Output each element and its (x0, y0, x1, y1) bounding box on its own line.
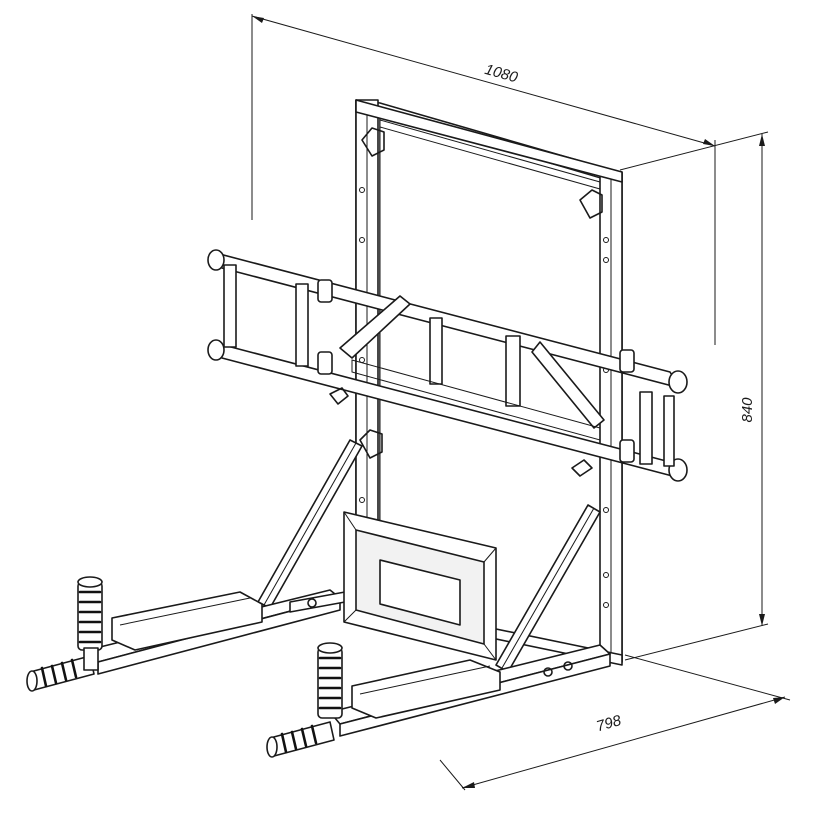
height-extension-top (619, 131, 769, 171)
height-extension-bottom (624, 623, 769, 661)
handle-left-1 (223, 264, 237, 348)
depth-extension-right (624, 654, 791, 701)
pullup-bar (207, 249, 688, 482)
handle-right-1 (639, 391, 653, 465)
depth-dimension-line (461, 696, 786, 789)
width-arrow-left (252, 16, 264, 23)
back-pad (343, 511, 497, 661)
depth-extension-left (439, 759, 466, 791)
bracket-right-post (505, 335, 521, 407)
depth-arrow-right (773, 697, 785, 704)
hook-mid-left (359, 429, 383, 459)
bracket-mid-post (429, 317, 443, 385)
right-post-holes (603, 237, 609, 608)
frame-top-rail (355, 99, 623, 183)
bracket-left-diagonal (339, 295, 411, 359)
right-foot-pad (351, 659, 501, 719)
left-base (87, 589, 357, 675)
height-arrow-top (759, 134, 765, 146)
handle-right-2 (663, 395, 675, 467)
depth-label: 798 (594, 712, 623, 735)
right-front-grip (266, 721, 335, 758)
left-front-grip (26, 647, 99, 692)
hook-top-right (579, 189, 603, 219)
width-arrow-right (703, 139, 715, 146)
height-label: 840 (739, 397, 756, 423)
width-dimension: 1080 (251, 14, 716, 345)
depth-arrow-left (462, 782, 475, 788)
left-rear-grip (77, 576, 103, 651)
wall-frame (355, 99, 623, 666)
height-dimension: 840 (619, 131, 769, 661)
knob-right (571, 459, 593, 477)
depth-dimension: 798 (439, 654, 791, 791)
hook-top-left (361, 127, 385, 157)
bracket-right-diagonal (531, 341, 605, 429)
right-base (329, 644, 611, 737)
handle-left-2 (295, 283, 309, 367)
width-dimension-line (251, 15, 716, 147)
right-rear-grip (317, 642, 343, 719)
height-arrow-bottom (759, 614, 765, 626)
knob-left (329, 387, 349, 405)
left-foot-pad (111, 591, 263, 651)
